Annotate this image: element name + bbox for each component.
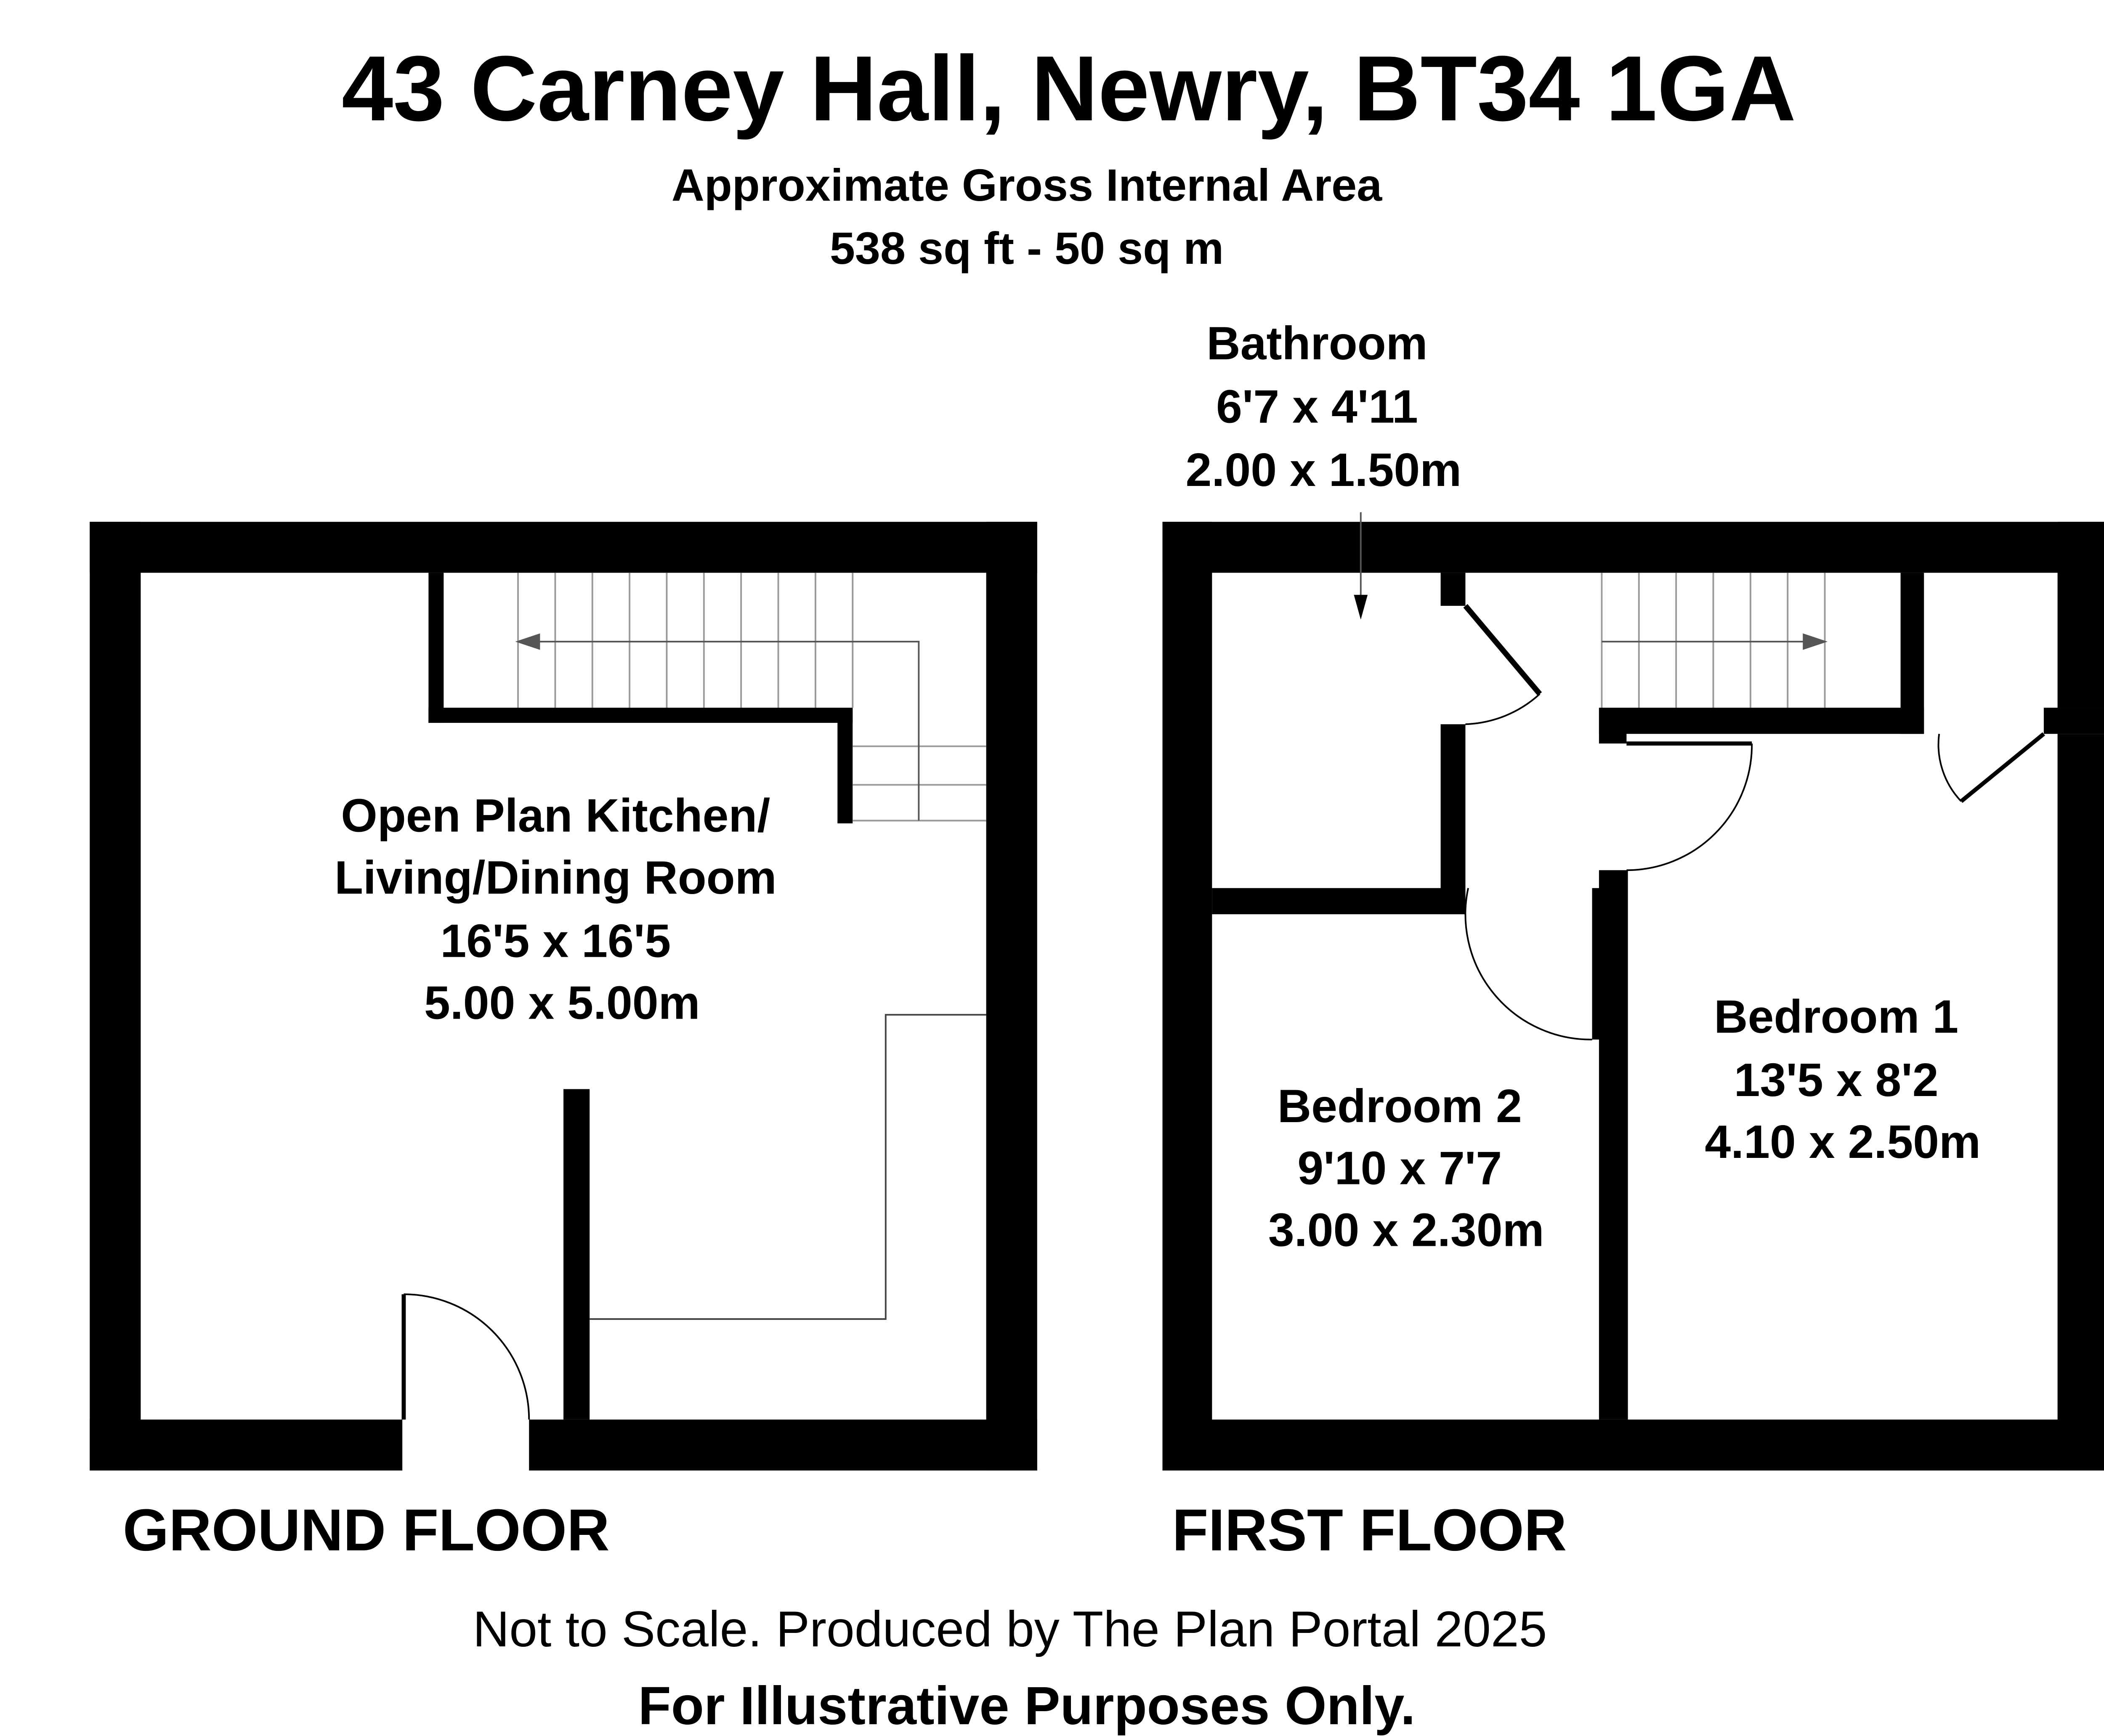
area-subtitle: Approximate Gross Internal Area [671, 159, 1382, 210]
ground-floor-staircase [517, 573, 986, 822]
room-label-bedroom-2: Bedroom 2 9'10 x 7'7 3.00 x 2.30m [1268, 1080, 1544, 1256]
ground-floor-plan [90, 522, 1037, 1471]
bedroom2-door-icon [1464, 888, 1592, 1041]
first-floor-walls [1162, 522, 2104, 1471]
first-floor-plan [1162, 512, 2104, 1471]
area-value: 538 sq ft - 50 sq m [829, 223, 1224, 273]
room-label-open-plan: Open Plan Kitchen/ Living/Dining Room 16… [335, 789, 789, 1029]
bedroom1-door-icon [1626, 741, 1753, 871]
bathroom-pointer-icon [1354, 512, 1368, 620]
entrance-door-icon [401, 1293, 530, 1420]
room-label-bathroom: Bathroom 6'7 x 4'11 2.00 x 1.50m [1186, 317, 1462, 496]
cupboard-door-icon [1937, 732, 2045, 803]
stair-arrow-icon [515, 633, 540, 650]
footer-disclaimer: For Illustrative Purposes Only. [638, 1676, 1416, 1736]
kitchen-counter [590, 1014, 986, 1320]
ground-floor-caption: GROUND FLOOR [123, 1497, 610, 1563]
ground-floor-walls [90, 522, 1037, 1471]
room-label-bedroom-1: Bedroom 1 13'5 x 8'2 4.10 x 2.50m [1705, 990, 1981, 1168]
stair-arrow-icon-2 [1803, 633, 1828, 650]
bathroom-door-icon [1463, 604, 1542, 725]
page-title: 43 Carney Hall, Newry, BT34 1GA [341, 37, 1796, 140]
footer-note: Not to Scale. Produced by The Plan Porta… [473, 1601, 1547, 1657]
first-floor-staircase [1601, 573, 1826, 708]
first-floor-caption: FIRST FLOOR [1172, 1497, 1567, 1563]
